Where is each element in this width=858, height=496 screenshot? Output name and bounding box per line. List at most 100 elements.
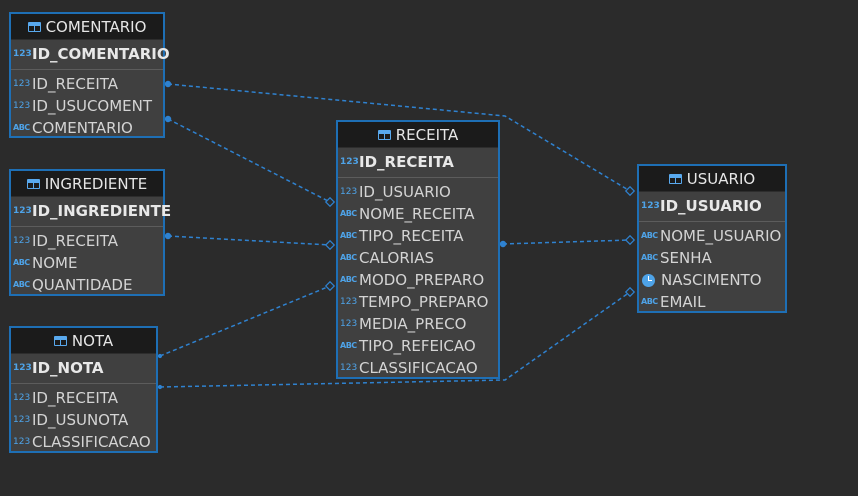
column-name: SENHA <box>660 249 712 267</box>
entity-header[interactable]: COMENTARIO <box>11 14 163 40</box>
numeric-type-icon: 123 <box>13 78 31 89</box>
column-name: MODO_PREPARO <box>359 271 485 289</box>
column-name: ID_NOTA <box>32 359 104 377</box>
table-icon <box>53 335 67 346</box>
numeric-type-icon: 123 <box>641 200 660 211</box>
column-name: ID_USUARIO <box>359 183 451 201</box>
table-icon <box>377 129 391 140</box>
text-type-icon: ABC <box>340 209 357 218</box>
link-end-diamond <box>624 286 636 298</box>
link-receita-usuario <box>502 239 631 245</box>
column-name: NOME <box>32 254 78 272</box>
column-name: CLASSIFICACAO <box>359 359 478 377</box>
link-end-dot <box>157 353 163 359</box>
link-end-diamond <box>624 185 636 197</box>
column-name: ID_USUNOTA <box>32 411 129 429</box>
column-name: NOME_RECEITA <box>359 205 475 223</box>
link-end-diamond <box>624 234 636 246</box>
link-end-dot <box>499 240 507 248</box>
table-icon <box>27 21 41 32</box>
text-type-icon: ABC <box>340 275 357 284</box>
text-type-icon: ABC <box>340 231 357 240</box>
numeric-type-icon: 123 <box>13 414 31 425</box>
numeric-type-icon: 123 <box>13 48 32 59</box>
entity-header[interactable]: NOTA <box>11 328 156 354</box>
text-type-icon: ABC <box>641 253 658 262</box>
numeric-type-icon: 123 <box>13 100 31 111</box>
numeric-type-icon: 123 <box>340 156 359 167</box>
entity-title: COMENTARIO <box>45 17 147 36</box>
link-end-diamond <box>324 239 336 251</box>
column-name: TIPO_RECEITA <box>359 227 464 245</box>
column-name: ID_INGREDIENTE <box>32 202 172 220</box>
link-nota-receita <box>159 285 331 357</box>
link-comentario-receita <box>167 118 331 203</box>
link-comentario-usuario <box>167 83 631 192</box>
link-ingrediente-receita <box>167 235 331 246</box>
link-end-diamond <box>324 280 336 292</box>
text-type-icon: ABC <box>340 253 357 262</box>
entity-title: USUARIO <box>686 169 756 188</box>
column-name: EMAIL <box>660 293 706 311</box>
entity-header[interactable]: USUARIO <box>639 166 785 192</box>
entity-header[interactable]: INGREDIENTE <box>11 171 163 197</box>
numeric-type-icon: 123 <box>13 205 32 216</box>
link-end-dot <box>164 232 172 240</box>
column-name: ID_RECEITA <box>32 389 119 407</box>
column-name: QUANTIDADE <box>32 276 133 294</box>
column-row[interactable]: NASCIMENTO <box>639 269 785 291</box>
link-end-dot <box>157 384 163 390</box>
column-name: COMENTARIO <box>32 119 133 137</box>
column-name: ID_RECEITA <box>359 153 454 171</box>
column-name: ID_COMENTARIO <box>32 45 170 63</box>
column-name: NOME_USUARIO <box>660 227 782 245</box>
column-name: ID_USUCOMENT <box>32 97 153 115</box>
link-end-dot <box>164 80 172 88</box>
numeric-type-icon: 123 <box>340 186 358 197</box>
text-type-icon: ABC <box>641 231 658 240</box>
numeric-type-icon: 123 <box>340 318 358 329</box>
column-name: NASCIMENTO <box>661 271 762 289</box>
numeric-type-icon: 123 <box>13 436 31 447</box>
entity-title: NOTA <box>71 331 114 350</box>
link-nota-usuario <box>159 291 631 388</box>
link-end-dot <box>164 115 172 123</box>
column-name: CLASSIFICACAO <box>32 433 151 451</box>
text-type-icon: ABC <box>13 280 30 289</box>
table-icon <box>26 178 40 189</box>
text-type-icon: ABC <box>13 123 30 132</box>
entity-header[interactable]: RECEITA <box>338 122 498 148</box>
